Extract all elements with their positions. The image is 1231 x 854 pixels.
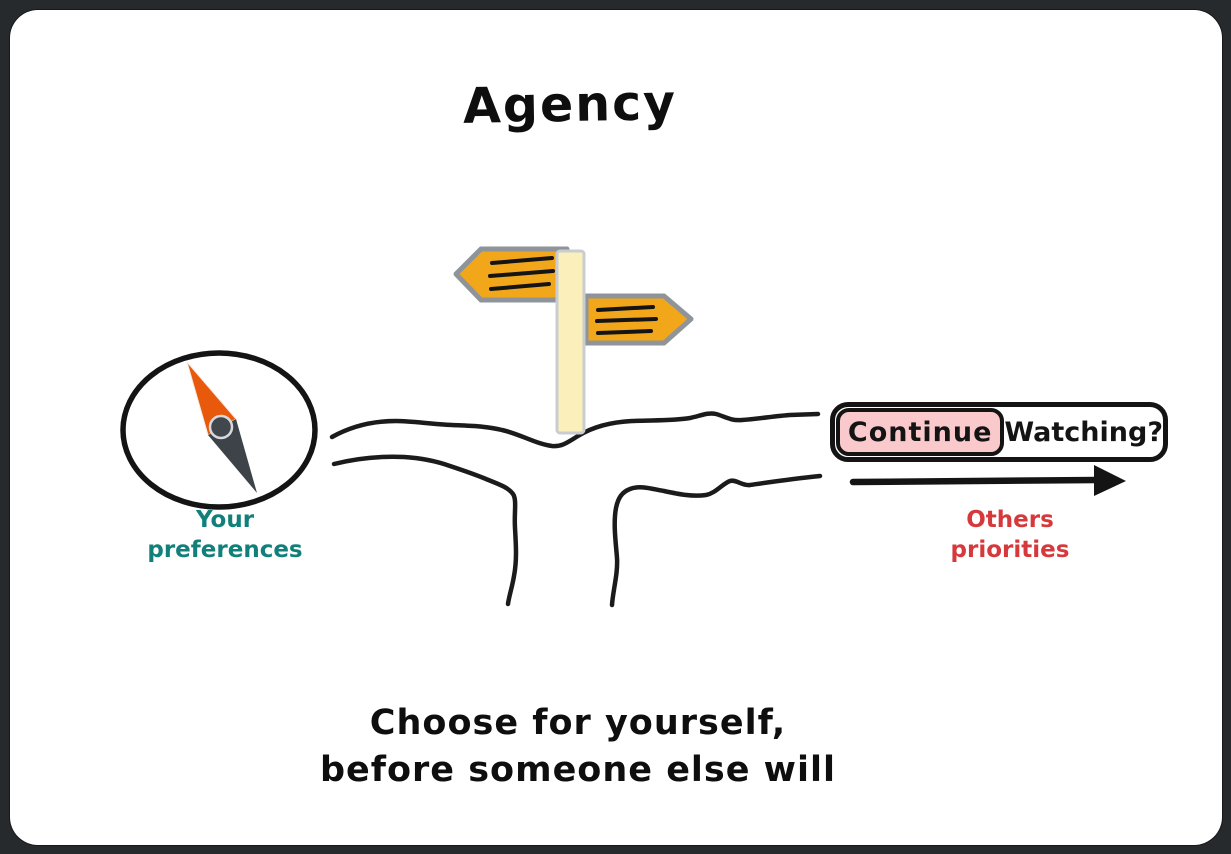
watching-segment[interactable]: Watching?	[1004, 416, 1163, 448]
continue-watching-button[interactable]: Continue Watching?	[830, 402, 1168, 462]
caption: Choose for yourself, before someone else…	[320, 700, 836, 794]
caption-line1: Choose for yourself,	[369, 703, 787, 743]
compass-label-line1: Your	[195, 507, 255, 533]
others-priorities-label: Others priorities	[951, 505, 1070, 565]
compass-label-line2: preferences	[147, 537, 303, 563]
others-priorities-line1: Others	[966, 507, 1054, 533]
continue-segment[interactable]: Continue	[836, 408, 1005, 456]
others-priorities-line2: priorities	[950, 537, 1070, 563]
compass-label: Your preferences	[147, 505, 302, 565]
page-title: Agency	[462, 74, 678, 135]
caption-line2: before someone else will	[319, 750, 837, 790]
